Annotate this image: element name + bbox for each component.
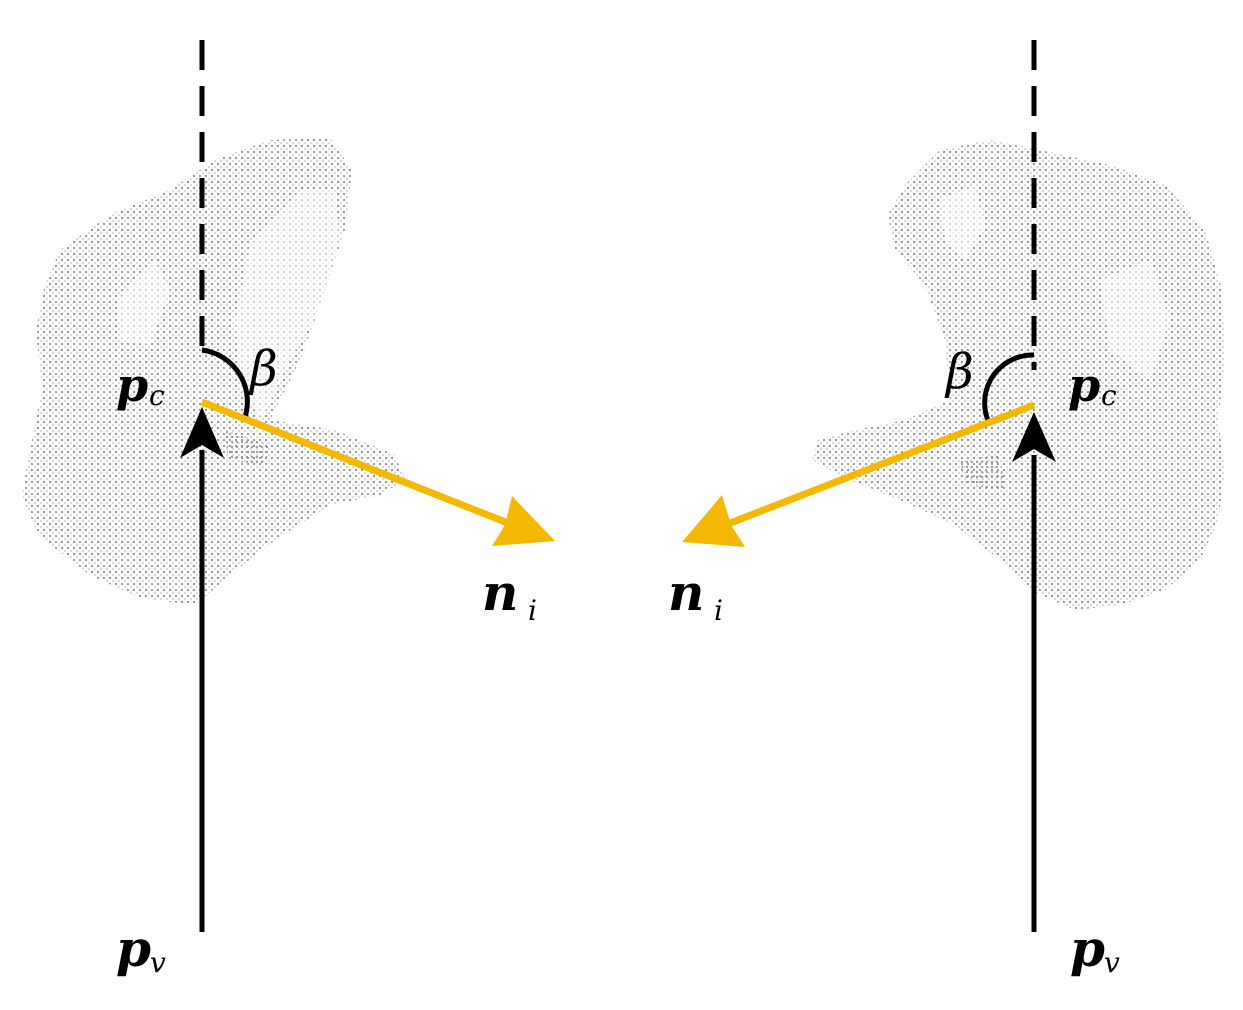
right-beta-arc [982,352,1035,427]
right-pv-base: p [1070,919,1105,978]
left-label-pc: p c [116,358,165,412]
right-pv-sub: v [1104,946,1120,979]
left-beta-label: β [248,341,278,397]
left-beta-arc [201,347,250,421]
right-view-arrowhead [1012,412,1056,462]
left-ni-base: n [482,563,518,622]
right-pc-sub: c [1101,379,1117,412]
left-pv-sub: v [150,946,166,979]
left-pc-base: p [116,358,148,412]
right-panel: p c β n i p v [668,40,1225,979]
right-beta-label: β [944,344,974,400]
right-ni-sub: i [714,594,723,627]
left-panel: p c β n i p v [22,40,555,979]
left-pv-base: p [116,919,151,978]
right-normal-arrowhead [682,495,745,547]
left-normal-arrowhead [492,496,555,546]
right-pc-base: p [1068,358,1100,412]
left-pc-sub: c [149,379,165,412]
right-label-pv: p v [1070,919,1120,979]
left-normal-vector [200,398,520,531]
right-label-ni: n i [668,563,723,627]
left-view-arrowhead [180,407,224,458]
left-point-cloud [22,138,405,605]
right-point-cloud [812,140,1225,610]
left-label-pv: p v [116,919,166,979]
right-ni-base: n [668,563,704,622]
left-label-ni: n i [482,563,537,627]
left-ni-sub: i [528,594,537,627]
right-label-pc: p c [1068,358,1117,412]
right-normal-vector [718,401,1036,531]
